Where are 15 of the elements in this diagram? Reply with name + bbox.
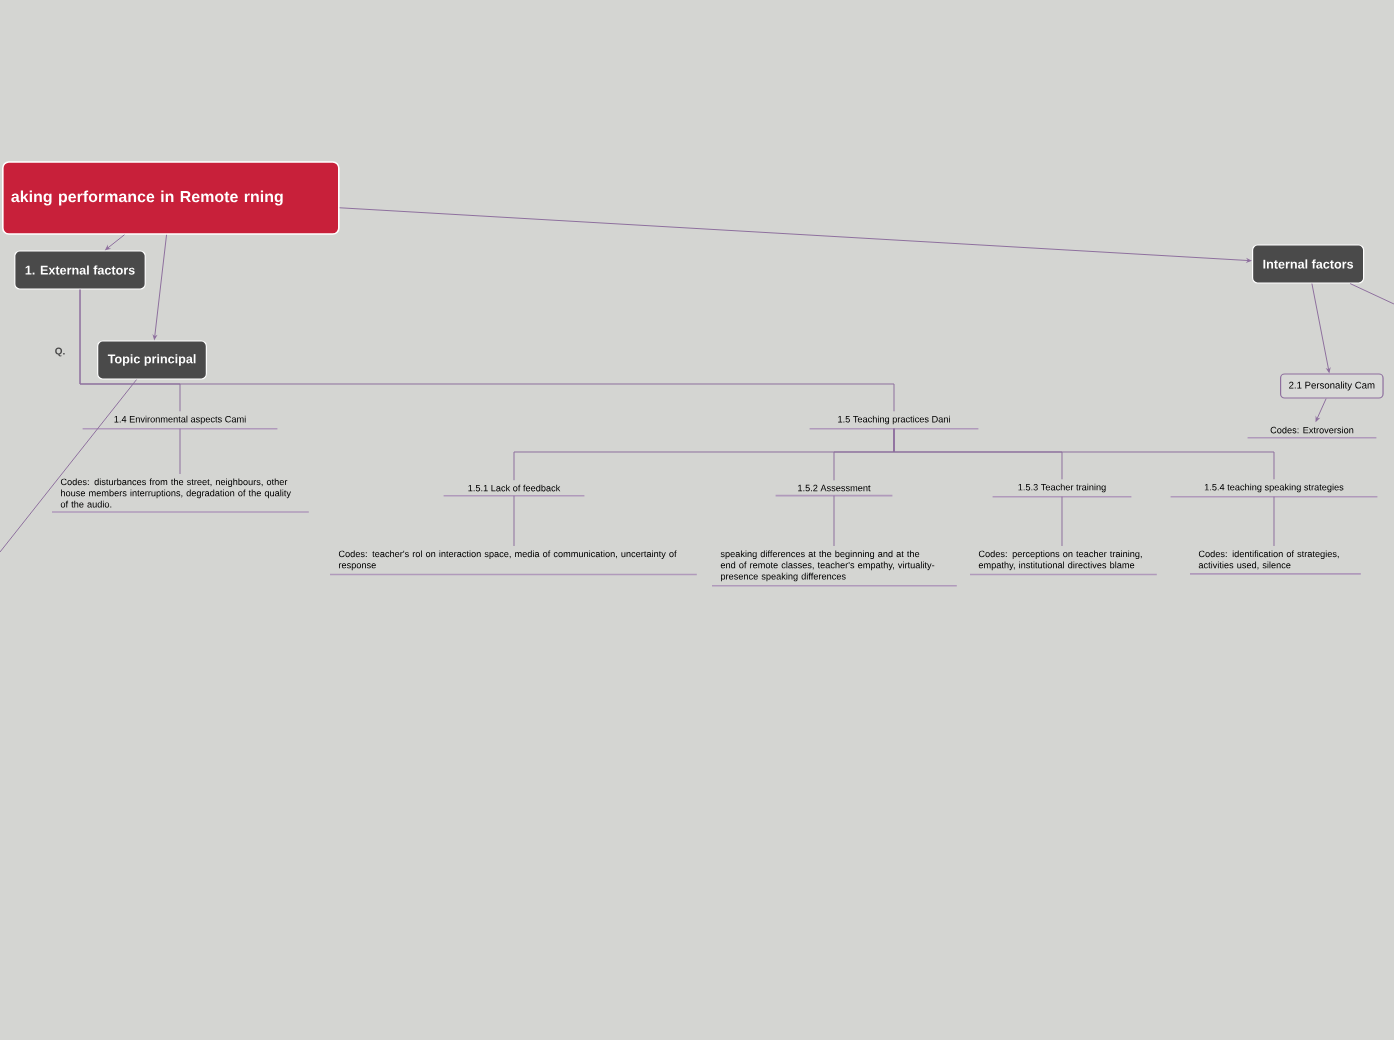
connector <box>1311 283 1331 373</box>
connector <box>1061 496 1063 547</box>
connector <box>179 428 181 475</box>
connector <box>513 495 515 547</box>
title-box: aking performance in Remote rning <box>2 161 340 235</box>
connector <box>152 234 168 340</box>
connector <box>339 207 1252 263</box>
connector <box>1273 496 1275 547</box>
connector <box>0 379 137 553</box>
connector <box>1315 398 1327 422</box>
connector <box>1349 283 1394 305</box>
connector <box>79 289 895 412</box>
connector <box>105 234 125 251</box>
connector <box>833 495 835 547</box>
connector <box>893 428 1275 480</box>
